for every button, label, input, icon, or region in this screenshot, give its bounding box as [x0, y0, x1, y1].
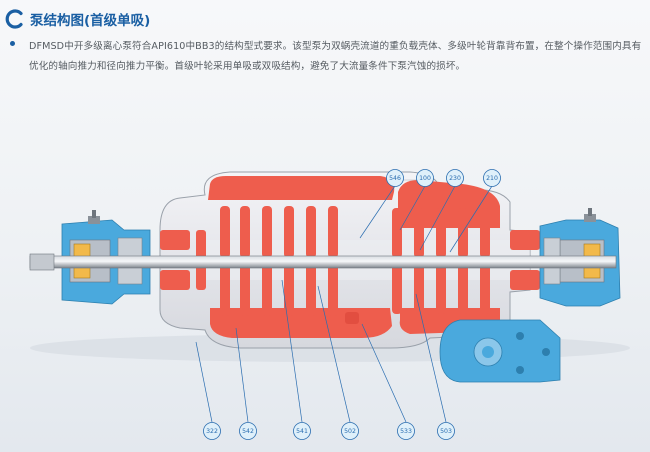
callout-542: 542 [239, 422, 257, 440]
pump-structure-diagram: 546 100 230 210 322 542 [29, 169, 630, 440]
callouts-top: 546 100 230 210 [386, 169, 501, 187]
callout-502-label: 502 [344, 428, 356, 435]
pump-shaft [29, 255, 617, 269]
callout-502: 502 [341, 422, 359, 440]
title-row: 泵结构图(首级单吸) [4, 6, 150, 32]
callout-541: 541 [293, 422, 311, 440]
title-logo-icon [5, 9, 23, 29]
callout-210-label: 210 [486, 175, 498, 182]
callout-533: 533 [397, 422, 415, 440]
callout-210: 210 [483, 169, 501, 187]
callouts-bottom: 322 542 541 502 533 503 [203, 422, 455, 440]
callout-230-label: 230 [449, 175, 461, 182]
callout-503: 503 [437, 422, 455, 440]
callout-542-label: 542 [242, 428, 254, 435]
callout-322: 322 [203, 422, 221, 440]
flow-passages [208, 176, 500, 338]
discharge-nozzle [439, 319, 561, 383]
callout-100-label: 100 [419, 175, 431, 182]
impellers-right [392, 208, 540, 314]
page-title: 泵结构图(首级单吸) [30, 13, 151, 29]
bullet-icon [10, 41, 15, 46]
callout-533-label: 533 [400, 428, 412, 435]
callout-100: 100 [416, 169, 434, 187]
callout-546: 546 [386, 169, 404, 187]
description-text: DFMSD中开多级离心泵符合API610中BB3的结构型式要求。该型泵为双蜗壳流… [29, 41, 642, 72]
callout-503-label: 503 [440, 428, 452, 435]
shaft-coupling-end [29, 253, 55, 271]
callout-541-label: 541 [296, 428, 308, 435]
callout-546-label: 546 [389, 175, 401, 182]
callout-leaders [195, 185, 493, 423]
callout-230: 230 [446, 169, 464, 187]
callout-322-label: 322 [206, 428, 218, 435]
description-block: DFMSD中开多级离心泵符合API610中BB3的结构型式要求。该型泵为双蜗壳流… [10, 37, 642, 77]
